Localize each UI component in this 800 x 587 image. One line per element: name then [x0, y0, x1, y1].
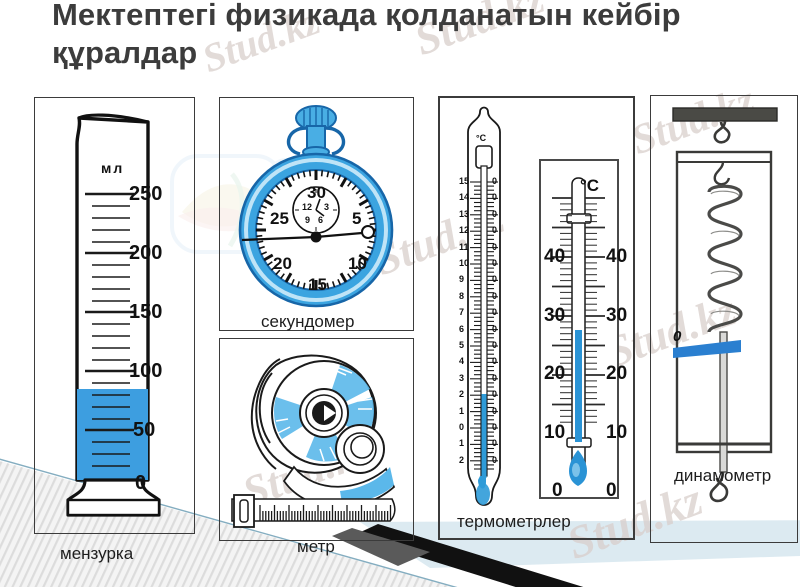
lab-thermometer-tens-label: 15 [459, 176, 470, 186]
lab-thermometer-tens-label: 11 [459, 241, 469, 252]
lab-thermometer-tens-label: 0 [459, 422, 465, 432]
wall-thermometer-right-label: 30 [606, 304, 628, 326]
panel-dynamometer: 0 [650, 95, 798, 543]
lab-thermometer-tens-label: 9 [459, 274, 465, 285]
thermometers-illustration [440, 98, 633, 538]
wall-thermometer-left-label: 20 [544, 363, 566, 384]
lab-thermometer-tens-label: 12 [459, 225, 470, 236]
stopwatch-dial-label: 30 [307, 183, 326, 202]
lab-thermometer-units-label: 0 [492, 307, 498, 318]
dynamometer-illustration [651, 96, 797, 542]
lab-thermometer-units-label: 0 [492, 258, 498, 268]
wall-thermometer-left-label: 10 [544, 421, 566, 443]
wall-thermometer-right-label: 0 [606, 480, 617, 501]
graduated-cylinder-illustration [35, 98, 194, 533]
wall-thermometer-left-label: 40 [544, 246, 566, 267]
lab-thermometer-tens-label: 14 [459, 192, 470, 203]
stopwatch-subdial-label: 6 [318, 215, 324, 225]
caption-sekundomer: секундомер [261, 312, 355, 331]
lab-thermometer-units-label: 0 [492, 176, 498, 186]
stopwatch-subdial-label: 9 [305, 215, 311, 225]
stopwatch-dial-label: 25 [270, 209, 289, 228]
lab-thermometer-units-label: 0 [492, 389, 498, 400]
stopwatch-illustration [220, 98, 413, 330]
lab-thermometer-units-label: 0 [492, 208, 498, 219]
lab-thermometer-units-label: 0 [492, 405, 498, 416]
panel-tape-measure [219, 338, 414, 541]
lab-thermometer-units-label: 0 [492, 192, 498, 203]
lab-thermometer-tens-label: 7 [459, 307, 465, 318]
stopwatch-subdial-label: 12 [302, 202, 313, 212]
cylinder-scale-label: 100 [129, 360, 163, 382]
wall-thermometer-left-label: 0 [552, 480, 563, 501]
wall-thermometer-right-label: 10 [606, 421, 628, 443]
panel-stopwatch: 30 5 10 15 20 25 12 3 6 9 [219, 97, 414, 331]
dynamometer-zero-label: 0 [673, 328, 682, 345]
lab-thermometer-tens-label: 10 [459, 258, 470, 268]
lab-thermometer-units-label: 0 [492, 340, 498, 350]
stopwatch-dial-label: 15 [308, 275, 327, 294]
stopwatch-dial-label: 20 [273, 254, 292, 273]
lab-thermometer-units-label: 0 [492, 356, 498, 367]
wall-thermometer-right-label: 20 [606, 363, 628, 384]
lab-thermometer-tens-label: 1 [459, 405, 465, 416]
wall-thermometer-unit-label: °C [580, 176, 600, 195]
stopwatch-dial-label: 10 [348, 254, 367, 273]
lab-thermometer-units-label: 0 [492, 422, 498, 432]
lab-thermometer-units-label: 0 [492, 274, 498, 285]
caption-dinamometr: динамометр [674, 466, 772, 485]
caption-menzurka: мензурка [60, 544, 134, 563]
lab-thermometer-tens-label: 13 [459, 208, 470, 219]
lab-thermometer-units-label: 0 [492, 225, 498, 236]
lab-thermometer-tens-label: 8 [459, 290, 465, 301]
lab-thermometer-tens-label: 2 [459, 454, 465, 465]
caption-termometrler: термометрлер [457, 512, 571, 531]
stopwatch-dial-label: 5 [352, 209, 362, 228]
stopwatch-subdial-label: 3 [324, 202, 330, 212]
caption-metr: метр [297, 537, 335, 556]
lab-thermometer-tens-label: 3 [459, 372, 465, 383]
lab-thermometer-units-label: 0 [492, 290, 498, 301]
cylinder-scale-label: 200 [129, 242, 163, 264]
lab-thermometer-units-label: 0 [492, 372, 498, 383]
cylinder-scale-label: 0 [135, 472, 147, 494]
lab-thermometer-tens-label: 1 [459, 438, 465, 449]
tape-measure-illustration [220, 339, 413, 540]
cylinder-scale-label: 50 [133, 419, 156, 441]
lab-thermometer-units-label: 0 [492, 438, 498, 449]
lab-thermometer-units-label: 0 [492, 241, 498, 252]
cylinder-scale-label: 150 [129, 301, 163, 323]
wall-thermometer-right-label: 40 [606, 246, 628, 267]
lab-thermometer-tens-label: 2 [459, 389, 465, 400]
page-title: Мектептегі физикада қолданатын кейбір құ… [52, 0, 681, 70]
lab-thermometer-tens-label: 4 [459, 356, 465, 367]
lab-thermometer-tens-label: 6 [459, 323, 465, 334]
cylinder-scale-label: 250 [129, 183, 163, 205]
cylinder-unit-label: мл [101, 160, 125, 176]
lab-thermometer-tens-label: 5 [459, 340, 465, 350]
wall-thermometer-left-label: 30 [544, 304, 566, 326]
lab-thermometer-units-label: 0 [492, 454, 498, 465]
lab-thermometer-units-label: 0 [492, 323, 498, 334]
lab-thermometer-unit-label: °C [476, 133, 487, 143]
panel-graduated-cylinder: мл 250 200 150 100 50 0 [34, 97, 195, 534]
